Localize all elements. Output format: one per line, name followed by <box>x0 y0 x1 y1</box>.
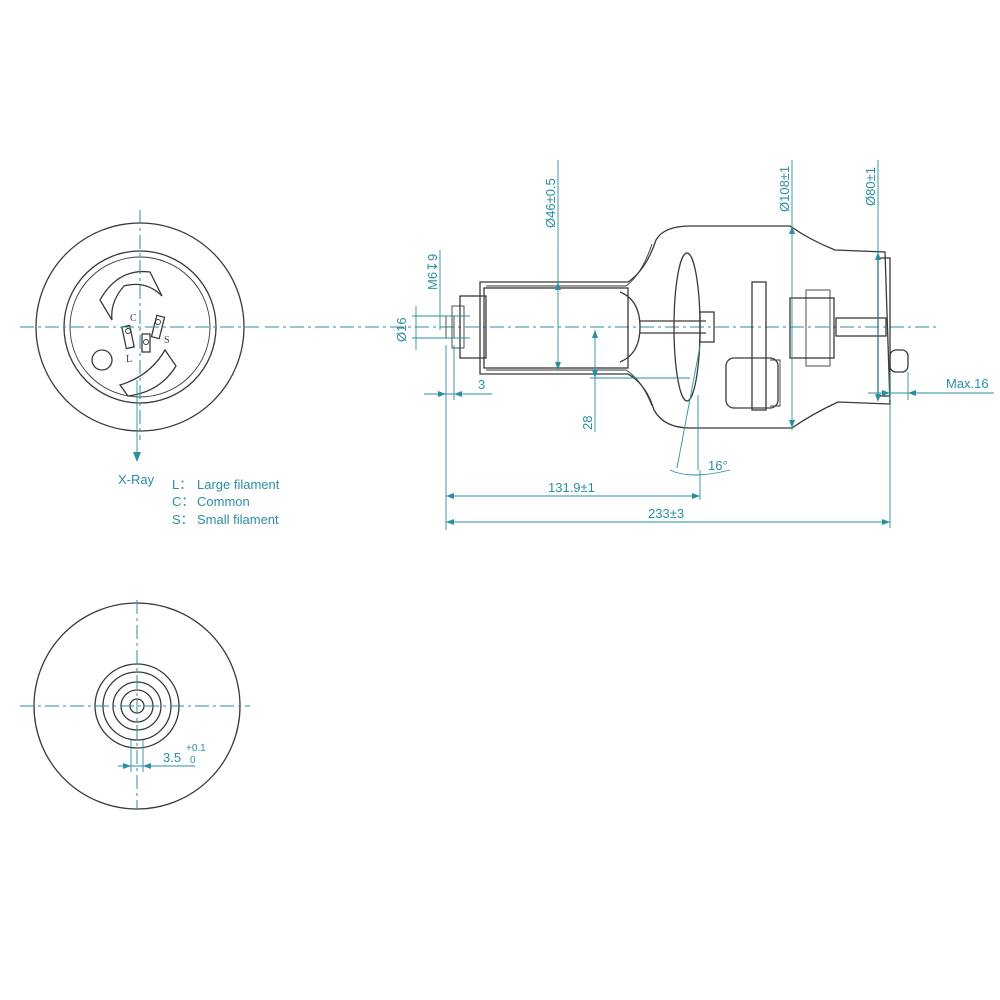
angle-line-1 <box>676 345 701 469</box>
glass-envelope-inner-bottom <box>486 369 653 407</box>
dim-max16-arrow-left <box>882 390 890 396</box>
side-view: 16° Ø46±0.5 Ø108±1 Ø80±1 M6↧9 Ø16 3 <box>265 160 994 530</box>
dim-131-arrow-right <box>692 493 700 499</box>
front-hole <box>91 349 113 371</box>
dim-35-arrow-right <box>143 763 151 769</box>
legend-text-s: Small filament <box>197 512 279 527</box>
dim-28-label: 28 <box>580 416 595 430</box>
dim-35-tol-zero: 0 <box>190 755 196 766</box>
dim-80-arrow-top <box>875 252 881 260</box>
cathode-cup <box>619 291 641 363</box>
bearing-block <box>725 357 779 409</box>
legend-key-s: S： <box>172 512 194 527</box>
rotor-body <box>789 297 835 359</box>
dim-3-arrow-left <box>438 391 446 397</box>
dim-233-label: 233±3 <box>648 506 684 521</box>
label-pin-c: C <box>130 313 137 324</box>
cathode-connector <box>459 295 487 359</box>
front-crescent-bottom <box>118 348 177 397</box>
label-pin-l: L <box>126 354 132 365</box>
dim-46-arrow-bottom <box>555 362 561 370</box>
dim-35-tol-plus: +0.1 <box>186 743 206 754</box>
dim-108-label: Ø108±1 <box>777 166 792 212</box>
dim-16-label: Ø16 <box>394 317 409 342</box>
bearing-detail <box>770 359 781 407</box>
dim-131-label: 131.9±1 <box>548 480 595 495</box>
anode-hub <box>699 311 715 343</box>
dim-3-label: 3 <box>478 377 485 392</box>
dim-233-arrow-left <box>446 519 454 525</box>
dim-28-arrow-bottom <box>592 370 598 378</box>
dim-233-arrow-right <box>882 519 890 525</box>
legend: L： Large filament C： Common S： Small fil… <box>172 477 280 527</box>
rotor-plate <box>751 281 767 411</box>
rotor-shaft <box>835 317 887 337</box>
dim-max16-label: Max.16 <box>946 376 989 391</box>
legend-key-l: L： <box>172 477 192 492</box>
dim-angle-label: 16° <box>708 458 728 473</box>
dim-46-label: Ø46±0.5 <box>543 178 558 228</box>
cathode-neck <box>483 287 629 369</box>
dim-108-arrow-bottom <box>789 420 795 428</box>
dim-35-label: 3.5 <box>163 750 181 765</box>
cathode-connector-inner <box>451 305 465 349</box>
dim-80-arrow-bottom <box>875 394 881 402</box>
xray-arrow <box>133 452 141 462</box>
dim-80-label: Ø80±1 <box>863 167 878 206</box>
pin-l <box>121 324 135 350</box>
dim-thread-label: M6↧9 <box>425 254 440 290</box>
dim-28-arrow-top <box>592 330 598 338</box>
xray-label: X-Ray <box>118 472 155 487</box>
anode-terminal <box>889 349 909 373</box>
rotor-sleeve <box>805 289 831 367</box>
angle-arc <box>669 469 731 476</box>
legend-key-c: C： <box>172 494 194 509</box>
pin-c <box>141 333 151 353</box>
legend-text-c: Common <box>197 494 250 509</box>
pin-c-dot <box>143 339 149 345</box>
dim-3-arrow-right <box>454 391 462 397</box>
dim-131-arrow-left <box>446 493 454 499</box>
dim-35-arrow-left <box>123 763 131 769</box>
front-view: C S L X-Ray <box>20 210 260 487</box>
rear-view: 3.5 +0.1 0 <box>20 600 250 810</box>
dim-108-arrow-top <box>789 226 795 234</box>
dim-max16-arrow-right <box>908 390 916 396</box>
pin-s <box>150 314 166 340</box>
legend-text-l: Large filament <box>197 477 280 492</box>
glass-envelope-inner-top <box>486 243 653 287</box>
pin-l-dot <box>125 328 131 334</box>
dim-46-arrow-top <box>555 282 561 290</box>
front-crescent-top <box>99 270 163 321</box>
label-pin-s: S <box>164 335 170 346</box>
pin-s-dot <box>155 319 161 325</box>
